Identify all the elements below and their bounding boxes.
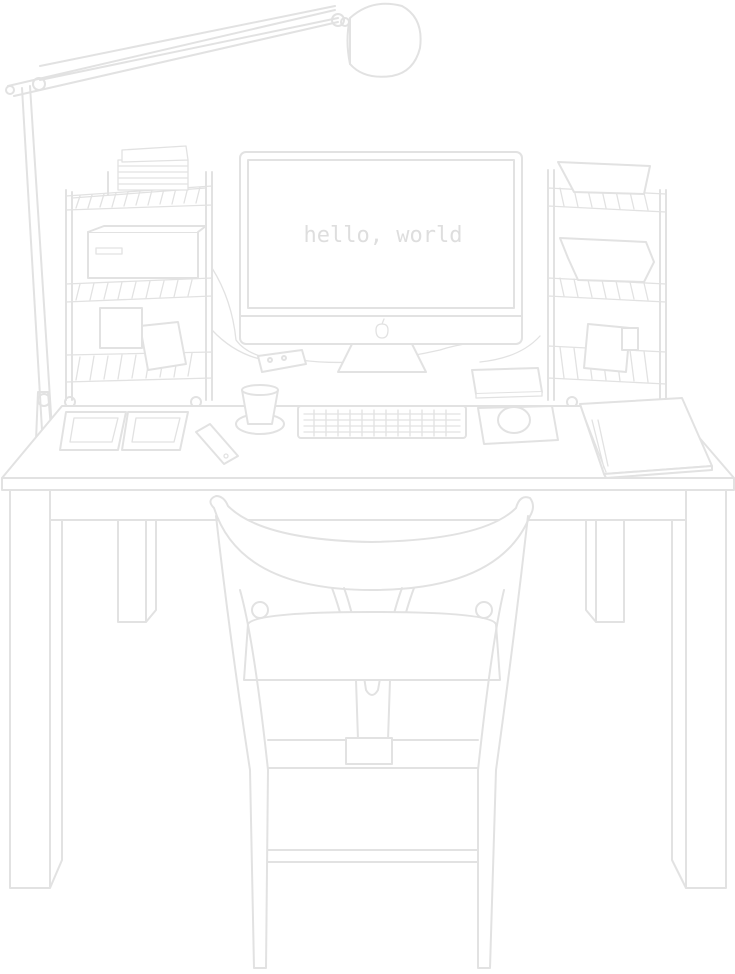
chair	[209, 495, 534, 969]
left-speaker	[99, 307, 187, 371]
trackpad-box	[471, 367, 543, 399]
lamp-joint-head	[331, 13, 345, 27]
lamp-joint-top	[32, 77, 46, 91]
coffee-cup	[235, 384, 285, 435]
lamp-clamp-knob	[37, 393, 51, 407]
desk-back-left-leg	[117, 519, 157, 623]
chair-right-knob	[475, 601, 493, 619]
mouse-pad	[477, 405, 559, 445]
chair-right-leg	[477, 515, 529, 969]
left-shelf-tiers	[65, 185, 213, 383]
right-wire-shelf	[547, 161, 667, 408]
left-wire-shelf	[64, 145, 213, 408]
right-top-tray	[557, 161, 651, 195]
chair-left-leg	[215, 515, 269, 969]
chair-left-knob	[251, 601, 269, 619]
chair-seat	[243, 611, 501, 681]
external-drive	[87, 225, 207, 279]
monitor: hello, world	[239, 151, 523, 373]
notebook-stack	[579, 397, 713, 479]
power-strip	[257, 349, 307, 373]
smartphone	[195, 423, 239, 465]
chair-back-rail	[209, 495, 534, 591]
chair-stretcher	[267, 849, 479, 863]
chair-splat-base	[345, 737, 393, 765]
desk-left-leg	[9, 489, 63, 889]
monitor-screen	[247, 159, 515, 309]
right-middle-tray	[559, 237, 655, 283]
desk-back-right-leg	[585, 519, 625, 623]
lamp-upper-arm	[7, 5, 339, 97]
lamp-head-rim	[346, 17, 351, 65]
right-speaker	[583, 323, 639, 373]
mouse	[497, 406, 531, 434]
desk-lamp	[5, 2, 422, 441]
lamp-head-shade	[349, 2, 422, 78]
desk-right-leg	[671, 489, 727, 889]
lamp-joint-left	[5, 85, 15, 95]
lamp-base-arm	[21, 85, 53, 431]
apple-logo-icon	[375, 318, 389, 339]
keyboard	[297, 405, 467, 439]
left-tray-1	[59, 411, 127, 451]
monitor-stand	[337, 343, 427, 373]
stack-of-papers	[117, 145, 189, 191]
left-tray-2	[121, 411, 189, 451]
screen-text: hello, world	[304, 223, 463, 248]
